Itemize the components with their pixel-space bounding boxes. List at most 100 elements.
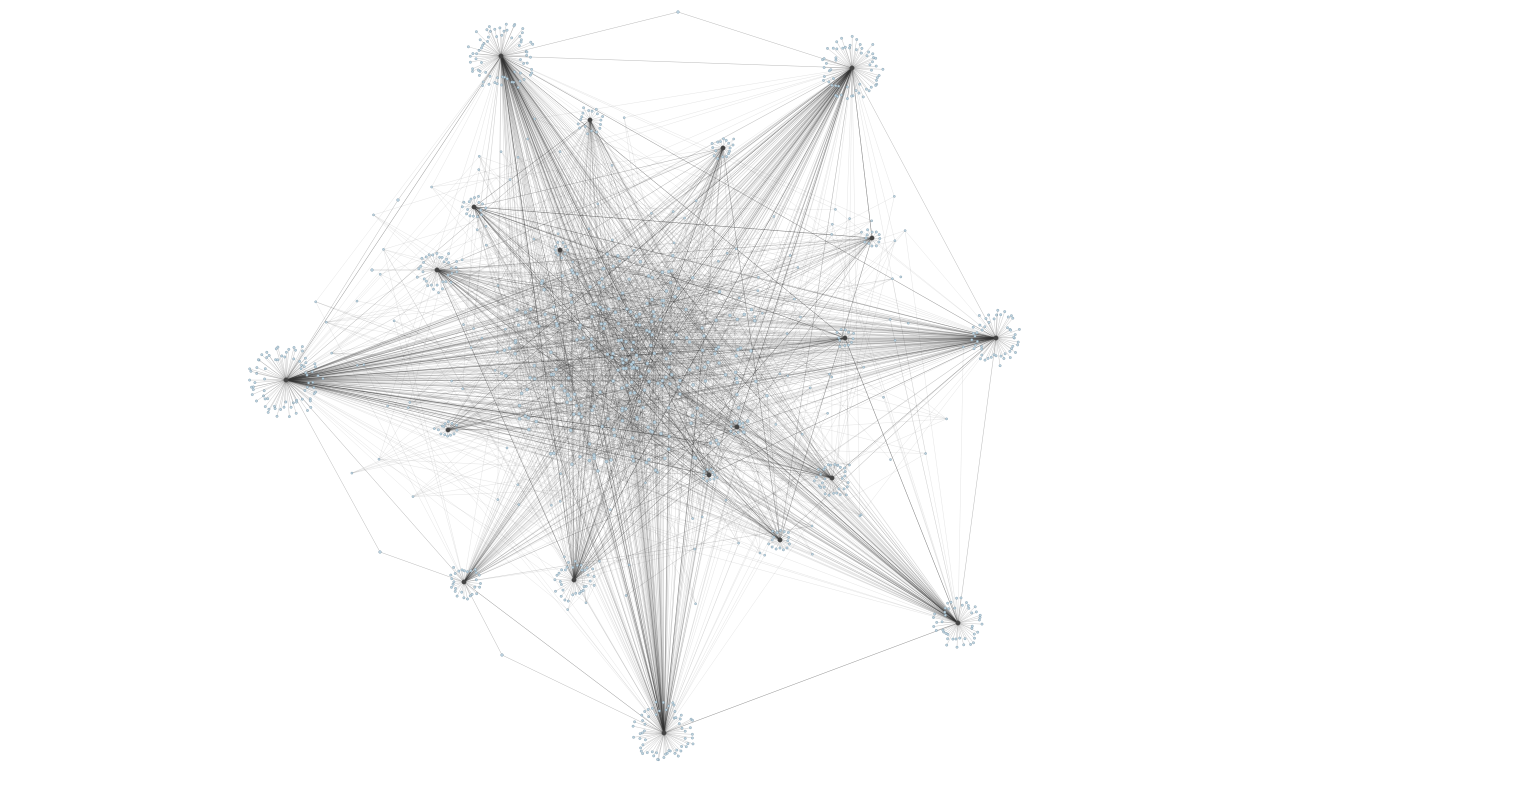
graph-edge [601, 67, 853, 427]
graph-edge [612, 300, 663, 354]
graph-node [641, 752, 644, 755]
graph-node [454, 266, 458, 269]
graph-edge [497, 285, 665, 734]
graph-node [543, 312, 547, 316]
graph-edge [500, 55, 710, 476]
graph-node [620, 406, 625, 410]
graph-edge [530, 291, 720, 378]
graph-node [556, 253, 560, 257]
graph-edge [589, 119, 607, 462]
graph-node [479, 582, 482, 585]
graph-edge [725, 374, 959, 624]
graph-edge [708, 337, 997, 476]
graph-edge [501, 373, 575, 581]
graph-node [303, 356, 307, 360]
graph-node [667, 704, 670, 708]
graph-edge [639, 220, 872, 402]
graph-edge [436, 269, 627, 369]
graph-edge [636, 417, 665, 734]
graph-edge [593, 203, 599, 385]
graph-edge [668, 448, 781, 541]
graph-edge [738, 407, 959, 624]
graph-edge [573, 423, 740, 581]
graph-edge [692, 147, 724, 416]
graph-edge [285, 328, 474, 381]
graph-edge [573, 448, 669, 581]
graph-edge [409, 289, 545, 403]
graph-edge [690, 384, 694, 424]
graph-edge [636, 337, 997, 356]
graph-edge [470, 67, 853, 348]
graph-edge [494, 268, 604, 371]
graph-edge [463, 299, 653, 583]
graph-edge [285, 307, 601, 381]
graph-edge [715, 320, 959, 624]
graph-edge [559, 249, 575, 581]
graph-node [526, 416, 531, 420]
graph-node [310, 370, 314, 374]
graph-edge [651, 321, 665, 734]
graph-edge [621, 410, 665, 734]
graph-edge [957, 337, 997, 624]
graph-edge [518, 391, 601, 505]
graph-edge [662, 337, 997, 387]
graph-node [638, 737, 642, 740]
graph-edge [595, 255, 673, 305]
graph-node [889, 458, 892, 461]
graph-node [625, 307, 629, 311]
graph-edge [473, 206, 695, 458]
graph-edge [661, 67, 853, 387]
graph-edge [568, 377, 665, 734]
graph-edge [285, 275, 649, 381]
graph-edge [736, 337, 997, 357]
graph-edge [285, 319, 717, 381]
graph-node [822, 66, 826, 69]
graph-edge [500, 55, 681, 395]
graph-node [1002, 357, 1006, 360]
graph-edge [500, 55, 624, 369]
graph-edge [636, 367, 698, 418]
graph-edge [622, 292, 959, 624]
graph-node [662, 756, 666, 759]
graph-node [478, 38, 482, 42]
graph-edge [559, 249, 752, 310]
graph-node [519, 58, 522, 61]
graph-edge [602, 309, 959, 624]
graph-edge [647, 386, 679, 428]
graph-edge [573, 460, 590, 581]
graph-edge [436, 269, 641, 377]
graph-edge [500, 55, 628, 310]
graph-node [533, 117, 536, 121]
graph-edge [647, 427, 665, 734]
graph-edge [473, 206, 601, 308]
graph-edge [647, 267, 798, 304]
graph-edge [663, 248, 737, 734]
graph-node [675, 748, 679, 752]
graph-edge [285, 305, 664, 381]
graph-node [734, 376, 739, 381]
graph-edge [573, 213, 652, 581]
graph-edge [500, 55, 696, 459]
graph-edge [631, 382, 781, 541]
graph-edge [615, 312, 959, 624]
graph-edge [500, 55, 575, 415]
graph-edge [357, 326, 540, 366]
graph-edge [697, 237, 873, 369]
graph-edge [479, 156, 593, 411]
graph-edge [633, 337, 846, 369]
graph-edge [668, 237, 873, 450]
graph-edge [727, 237, 873, 254]
graph-edge [470, 347, 665, 734]
graph-edge [447, 384, 594, 431]
graph-node [652, 314, 656, 318]
graph-edge [831, 337, 997, 479]
graph-edge [436, 255, 673, 271]
graph-edge [648, 381, 653, 432]
graph-edge [436, 269, 575, 581]
graph-node [679, 749, 683, 753]
graph-node [481, 202, 484, 206]
graph-edge [612, 67, 853, 382]
graph-node [284, 350, 288, 354]
graph-node [265, 356, 269, 359]
graph-edge [553, 255, 791, 375]
